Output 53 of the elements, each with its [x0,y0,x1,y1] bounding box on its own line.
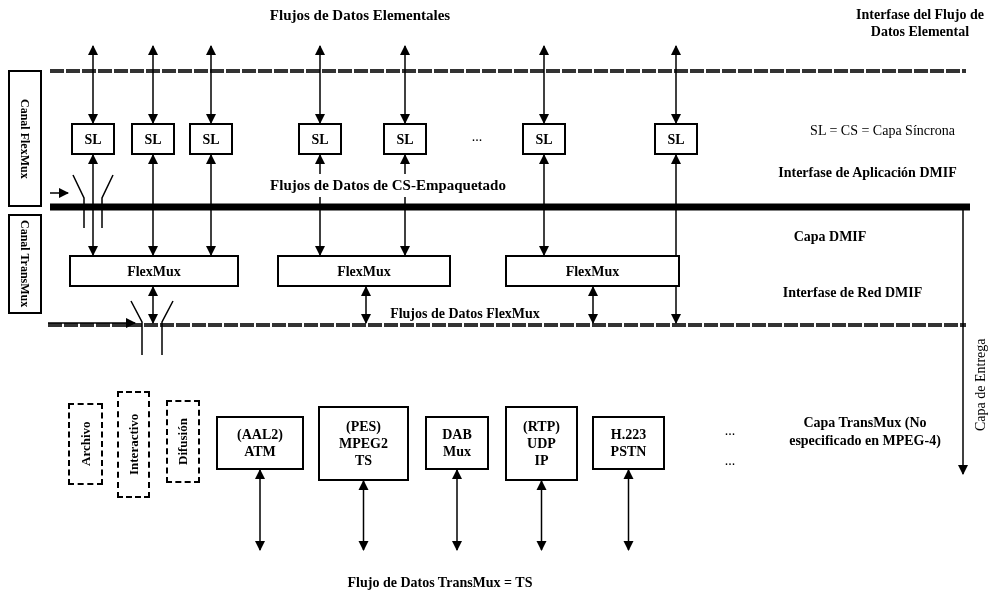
ellipsis: ... [470,128,484,146]
arrow [87,44,99,125]
sync-layer-box: SL [522,123,566,155]
channel-box: Canal FlexMux [8,70,42,207]
ellipsis: ... [723,452,737,470]
sync-layer-box: SL [298,123,342,155]
arrow [451,468,463,552]
arrow [205,153,217,257]
ellipsis: ... [723,422,737,440]
sync-layer-box: SL [383,123,427,155]
interface-label: Interfase de Red DMIF [781,284,924,302]
arrow [538,44,550,125]
arrow [536,479,547,552]
arrow [205,44,217,125]
interface-label: Interfase del Flujo de Datos Elemental [855,6,985,40]
arrow [87,153,99,257]
flexmux-box: FlexMux [69,255,239,287]
arrow [147,44,159,125]
sync-layer-box: SL [71,123,115,155]
stream-label: Flujos de Datos Elementales [268,6,452,25]
arrow [399,44,411,125]
arrow [314,44,326,125]
transmux-box: H.223 PSTN [592,416,665,470]
layer-label: Capa TransMux (No especificado en MPEG-4) [788,414,942,450]
arrow [623,468,634,552]
sync-layer-box: SL [654,123,698,155]
layer-label: Capa de Entrega [971,337,989,434]
sync-layer-box: SL [189,123,233,155]
arrow [358,479,369,552]
channel-box: Canal TransMux [8,214,42,314]
flexmux-box: FlexMux [277,255,451,287]
arrow [670,44,682,125]
arrow [254,468,266,552]
flexmux-box: FlexMux [505,255,680,287]
arrow [360,285,372,325]
transmux-box: DAB Mux [425,416,489,470]
delivery-mode-box: Archivo [68,403,103,485]
arrow [147,285,159,325]
arrow [587,285,599,325]
delivery-mode-box: Difusión [166,400,200,483]
stream-label: Flujo de Datos TransMux = TS [346,574,534,592]
layer-label: Capa DMIF [792,228,868,246]
layer-label: SL = CS = Capa Síncrona [809,122,956,140]
arrow [538,153,550,257]
interface-label: Interfase de Aplicación DMIF [777,164,958,182]
delivery-mode-box: Interactivo [117,391,150,498]
sync-layer-box: SL [131,123,175,155]
arrow [147,153,159,257]
stream-label: Flujos de Datos de CS-Empaquetado [268,174,508,197]
stream-label: Flujos de Datos FlexMux [389,305,541,323]
transmux-box: (AAL2) ATM [216,416,304,470]
transmux-box: (RTP) UDP IP [505,406,578,481]
transmux-box: (PES) MPEG2 TS [318,406,409,481]
